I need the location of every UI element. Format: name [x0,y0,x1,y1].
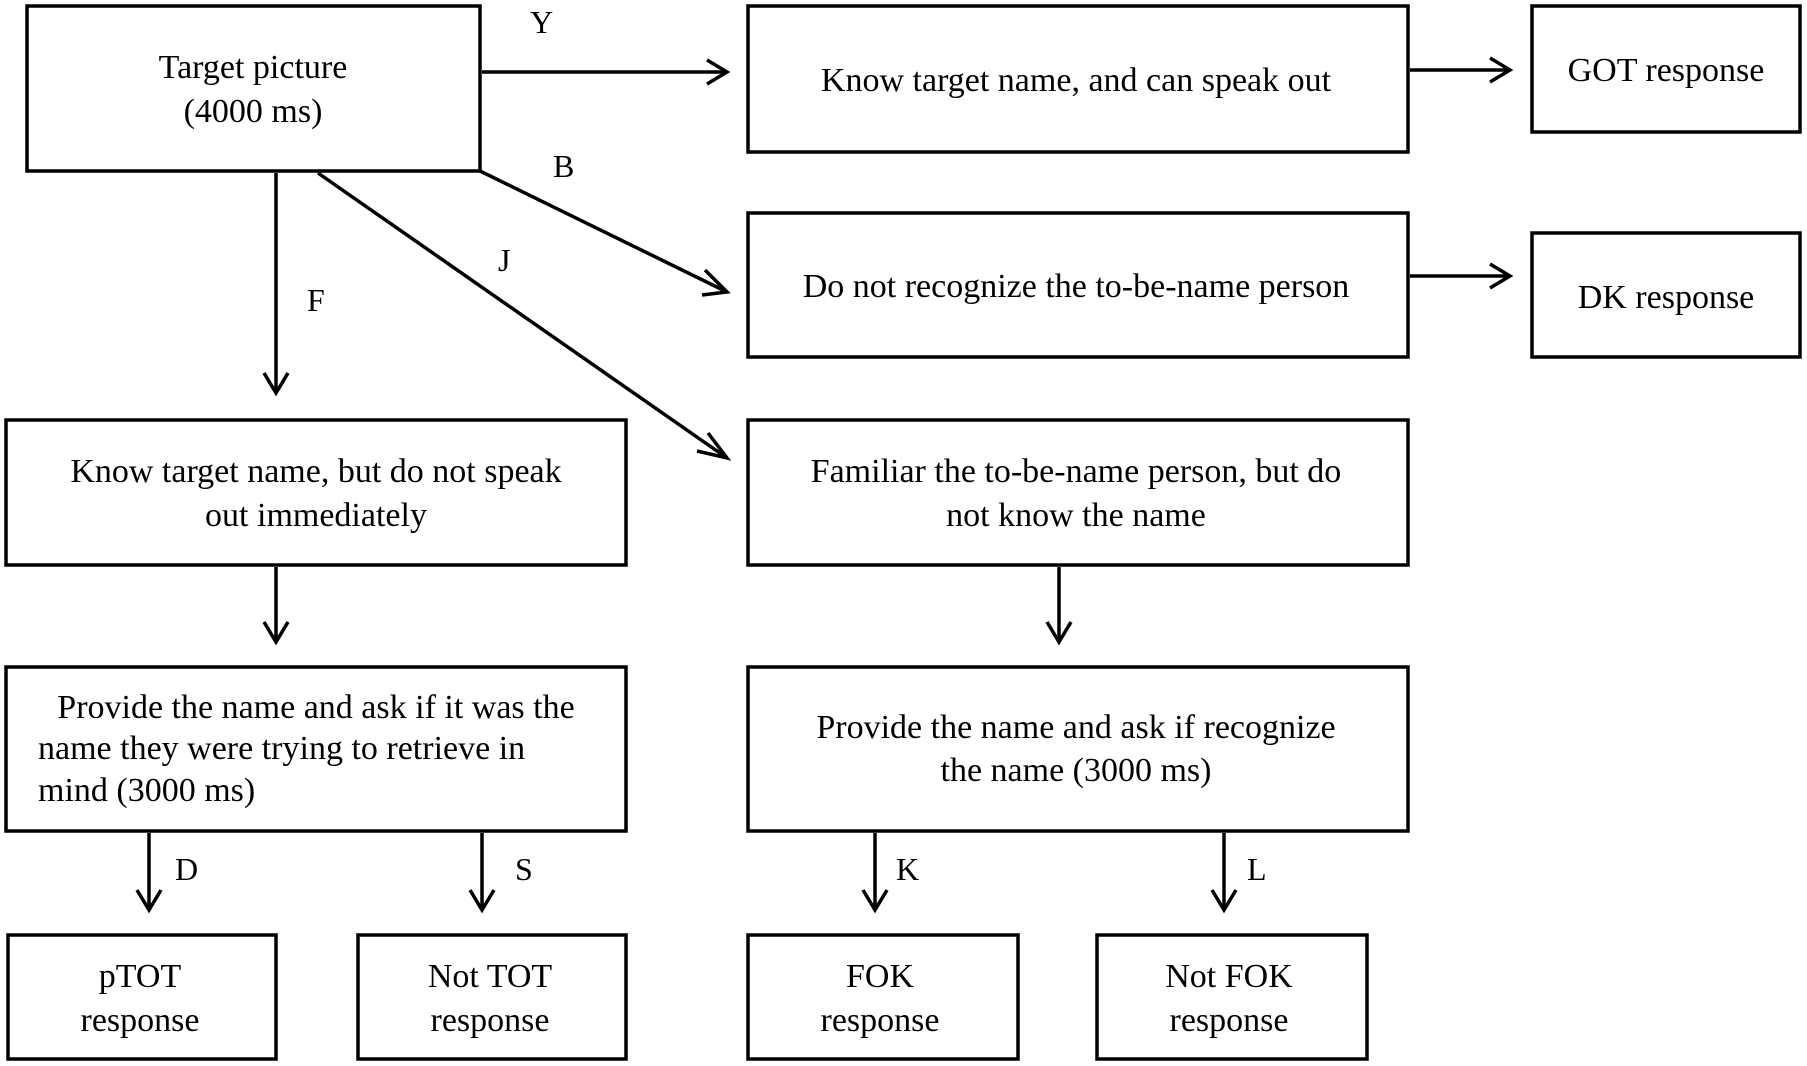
edge-label-d: D [175,851,198,887]
arrow-s [468,833,496,914]
node-dk-response: DK response [1530,231,1802,359]
node-ptot-response: pTOT response [6,933,278,1061]
node-text: Provide the name and ask if recognize [816,709,1335,746]
node-text: response [81,1002,200,1039]
node-not-tot-response: Not TOT response [356,933,628,1061]
arrow-d [135,833,163,914]
edge-label-l: L [1247,851,1267,887]
node-not-recognize: Do not recognize the to-be-name person [746,211,1410,359]
node-text: mind (3000 ms) [38,772,255,809]
node-text: FOK [846,958,914,995]
node-provide-retrieve: Provide the name and ask if it was the n… [4,665,628,833]
node-not-fok-response: Not FOK response [1095,933,1369,1061]
node-text: pTOT [99,958,182,995]
arrow-y [482,58,731,86]
node-got-response: GOT response [1530,4,1802,134]
node-text: name they were trying to retrieve in [38,730,525,767]
arrow-b [479,169,731,297]
node-text: DK response [1578,279,1755,316]
node-text: out immediately [205,497,427,534]
node-text: GOT response [1568,52,1765,89]
arrow-to-provide-recognize [1045,567,1073,646]
node-text: Provide the name and ask if it was the [57,689,574,726]
node-text: Target picture [159,49,348,86]
node-text: Not TOT [428,958,553,995]
arrow-to-dk [1410,262,1514,290]
node-text: not know the name [946,497,1206,534]
node-text: Familiar the to-be-name person, but do [811,453,1342,490]
arrow-k [861,833,889,914]
node-know-not-speak: Know target name, but do not speak out i… [4,418,628,567]
node-target-picture: Target picture (4000 ms) [25,4,482,173]
arrow-to-got [1410,56,1514,84]
node-provide-recognize: Provide the name and ask if recognize th… [746,665,1410,833]
edge-label-f: F [307,282,325,318]
node-text: the name (3000 ms) [941,752,1212,789]
node-text: Know target name, and can speak out [821,62,1332,99]
node-familiar: Familiar the to-be-name person, but do n… [746,418,1410,567]
arrow-f [262,173,290,397]
node-text: (4000 ms) [184,93,323,130]
arrow-j [316,171,732,461]
node-know-can-speak: Know target name, and can speak out [746,4,1410,154]
arrow-l [1210,833,1238,914]
node-text: response [431,1002,550,1039]
arrow-to-provide-retrieve [262,567,290,646]
node-text: Know target name, but do not speak [70,453,561,490]
node-text: response [1170,1002,1289,1039]
node-text: Not FOK [1165,958,1293,995]
edge-label-j: J [498,242,510,278]
edge-label-y: Y [530,4,553,40]
node-text: response [821,1002,940,1039]
node-fok-response: FOK response [746,933,1020,1061]
edge-label-s: S [515,851,533,887]
edge-label-b: B [553,148,574,184]
node-text: Do not recognize the to-be-name person [803,268,1350,305]
edge-label-k: K [896,851,919,887]
